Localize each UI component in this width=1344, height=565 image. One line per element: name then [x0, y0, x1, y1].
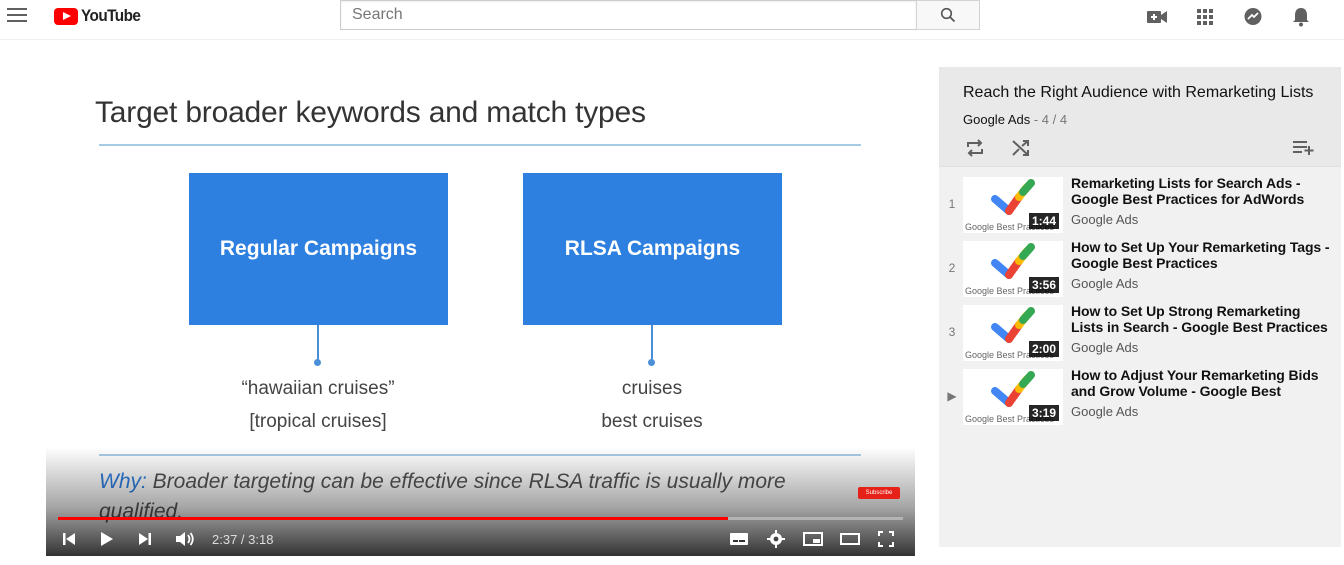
fullscreen-button[interactable] [875, 522, 897, 556]
playlist-position: - 4 / 4 [1030, 112, 1068, 127]
volume-icon [176, 532, 194, 546]
previous-button[interactable] [46, 522, 92, 556]
slide-divider-bottom [99, 454, 861, 456]
connector-dot [648, 359, 655, 366]
playlist-item-channel: Google Ads [1071, 212, 1139, 227]
now-playing-icon: ▶ [947, 389, 957, 403]
miniplayer-button[interactable] [801, 522, 825, 556]
thumbnail-caption: Google Best Practices [965, 286, 1055, 296]
shuffle-playlist-button[interactable] [1011, 139, 1031, 162]
fullscreen-icon [878, 531, 894, 547]
top-bar: YouTube [0, 0, 1344, 40]
slide-divider-top [99, 144, 861, 146]
playlist-item[interactable]: 2 Google Best Practices 3:56 How to Set … [939, 239, 1341, 301]
subscribe-watermark[interactable]: Subscribe [858, 487, 900, 499]
playlist-channel[interactable]: Google Ads [963, 112, 1031, 127]
video-thumbnail[interactable]: Google Best Practices 1:44 [963, 177, 1063, 233]
header-actions [1146, 6, 1312, 28]
keyword-text: [tropical cruises] [249, 411, 387, 432]
google-ads-logo-icon [991, 179, 1035, 215]
video-duration: 3:19 [1028, 405, 1059, 421]
search-button[interactable] [916, 0, 980, 30]
loop-icon [967, 139, 983, 157]
shuffle-icon [1012, 140, 1029, 156]
why-text: Broader targeting can be effective since… [99, 470, 786, 523]
video-player[interactable]: Target broader keywords and match types … [46, 67, 915, 556]
previous-icon [63, 533, 75, 545]
progress-played [58, 517, 729, 520]
playlist-item-title[interactable]: How to Adjust Your Remarketing Bids and … [1071, 367, 1319, 399]
notifications-icon[interactable] [1290, 6, 1312, 28]
google-ads-logo-icon [991, 243, 1035, 279]
next-button[interactable] [122, 522, 168, 556]
player-controls: 2:37 / 3:18 [46, 522, 915, 556]
subtitles-icon [730, 533, 748, 545]
connector-line [317, 325, 319, 362]
keyword-text: best cruises [601, 411, 703, 432]
loop-playlist-button[interactable] [965, 139, 985, 162]
playlist-meta: Google Ads - 4 / 4 [963, 112, 1067, 127]
next-icon [139, 533, 151, 545]
playlist-item-channel: Google Ads [1071, 276, 1139, 291]
youtube-play-logo-icon [54, 7, 78, 25]
search-bar [340, 0, 980, 30]
why-label: Why: [99, 470, 147, 493]
search-input[interactable] [340, 0, 916, 30]
google-ads-logo-icon [991, 371, 1035, 407]
keyword-text: cruises [621, 378, 683, 399]
volume-button[interactable] [168, 522, 202, 556]
connector-dot [314, 359, 321, 366]
create-video-icon[interactable] [1146, 6, 1168, 28]
subtitles-button[interactable] [727, 522, 751, 556]
connector-line [651, 325, 653, 362]
playlist-item-title[interactable]: How to Set Up Strong Remarketing Lists i… [1071, 303, 1328, 335]
theater-mode-button[interactable] [838, 522, 862, 556]
theater-mode-icon [840, 533, 860, 545]
video-duration: 1:44 [1028, 213, 1059, 229]
menu-icon[interactable] [7, 8, 27, 24]
playlist-add-icon [1293, 141, 1314, 155]
thumbnail-caption: Google Best Practices [965, 414, 1055, 424]
playlist-item-index: 3 [948, 325, 956, 339]
video-thumbnail[interactable]: Google Best Practices 3:19 [963, 369, 1063, 425]
search-icon [940, 7, 956, 23]
playlist-item-title[interactable]: How to Set Up Your Remarketing Tags - Go… [1071, 239, 1330, 271]
player-right-controls [727, 522, 897, 556]
slide-title: Target broader keywords and match types [95, 96, 646, 129]
video-thumbnail[interactable]: Google Best Practices 3:56 [963, 241, 1063, 297]
video-duration: 3:56 [1028, 277, 1059, 293]
progress-bar[interactable] [58, 517, 903, 520]
playlist-item[interactable]: 1 Google Best Practices 1:44 Remarketing… [939, 175, 1341, 237]
miniplayer-icon [803, 532, 823, 546]
playlist-item-channel: Google Ads [1071, 340, 1139, 355]
playlist-header: Reach the Right Audience with Remarketin… [939, 67, 1341, 167]
thumbnail-caption: Google Best Practices [965, 350, 1055, 360]
settings-button[interactable] [764, 522, 788, 556]
video-duration: 2:00 [1028, 341, 1059, 357]
regular-campaigns-box: Regular Campaigns [189, 173, 448, 325]
playlist-item-index: 1 [948, 197, 956, 211]
thumbnail-caption: Google Best Practices [965, 222, 1055, 232]
playlist-item[interactable]: 3 Google Best Practices 2:00 How to Set … [939, 303, 1341, 365]
messages-icon[interactable] [1242, 6, 1264, 28]
playlist-item-channel: Google Ads [1071, 404, 1139, 419]
logo-text: YouTube [81, 6, 141, 25]
google-ads-logo-icon [991, 307, 1035, 343]
keyword-text: “hawaiian cruises” [241, 378, 395, 399]
gear-icon [767, 530, 785, 548]
playlist-item-now-playing[interactable]: ▶ Google Best Practices 3:19 How to Adju… [939, 367, 1341, 429]
youtube-logo[interactable]: YouTube [54, 5, 147, 27]
playlist-item-title[interactable]: Remarketing Lists for Search Ads - Googl… [1071, 175, 1305, 207]
playlist-actions [965, 139, 1031, 162]
playlist-item-index: 2 [948, 261, 956, 275]
video-thumbnail[interactable]: Google Best Practices 2:00 [963, 305, 1063, 361]
rlsa-campaigns-box: RLSA Campaigns [523, 173, 782, 325]
apps-grid-icon[interactable] [1194, 6, 1216, 28]
playlist-title[interactable]: Reach the Right Audience with Remarketin… [963, 84, 1314, 101]
time-display: 2:37 / 3:18 [212, 531, 274, 547]
save-playlist-button[interactable] [1293, 139, 1315, 160]
play-button[interactable] [92, 522, 122, 556]
play-icon [101, 532, 113, 546]
playlist-panel: Reach the Right Audience with Remarketin… [939, 67, 1341, 547]
